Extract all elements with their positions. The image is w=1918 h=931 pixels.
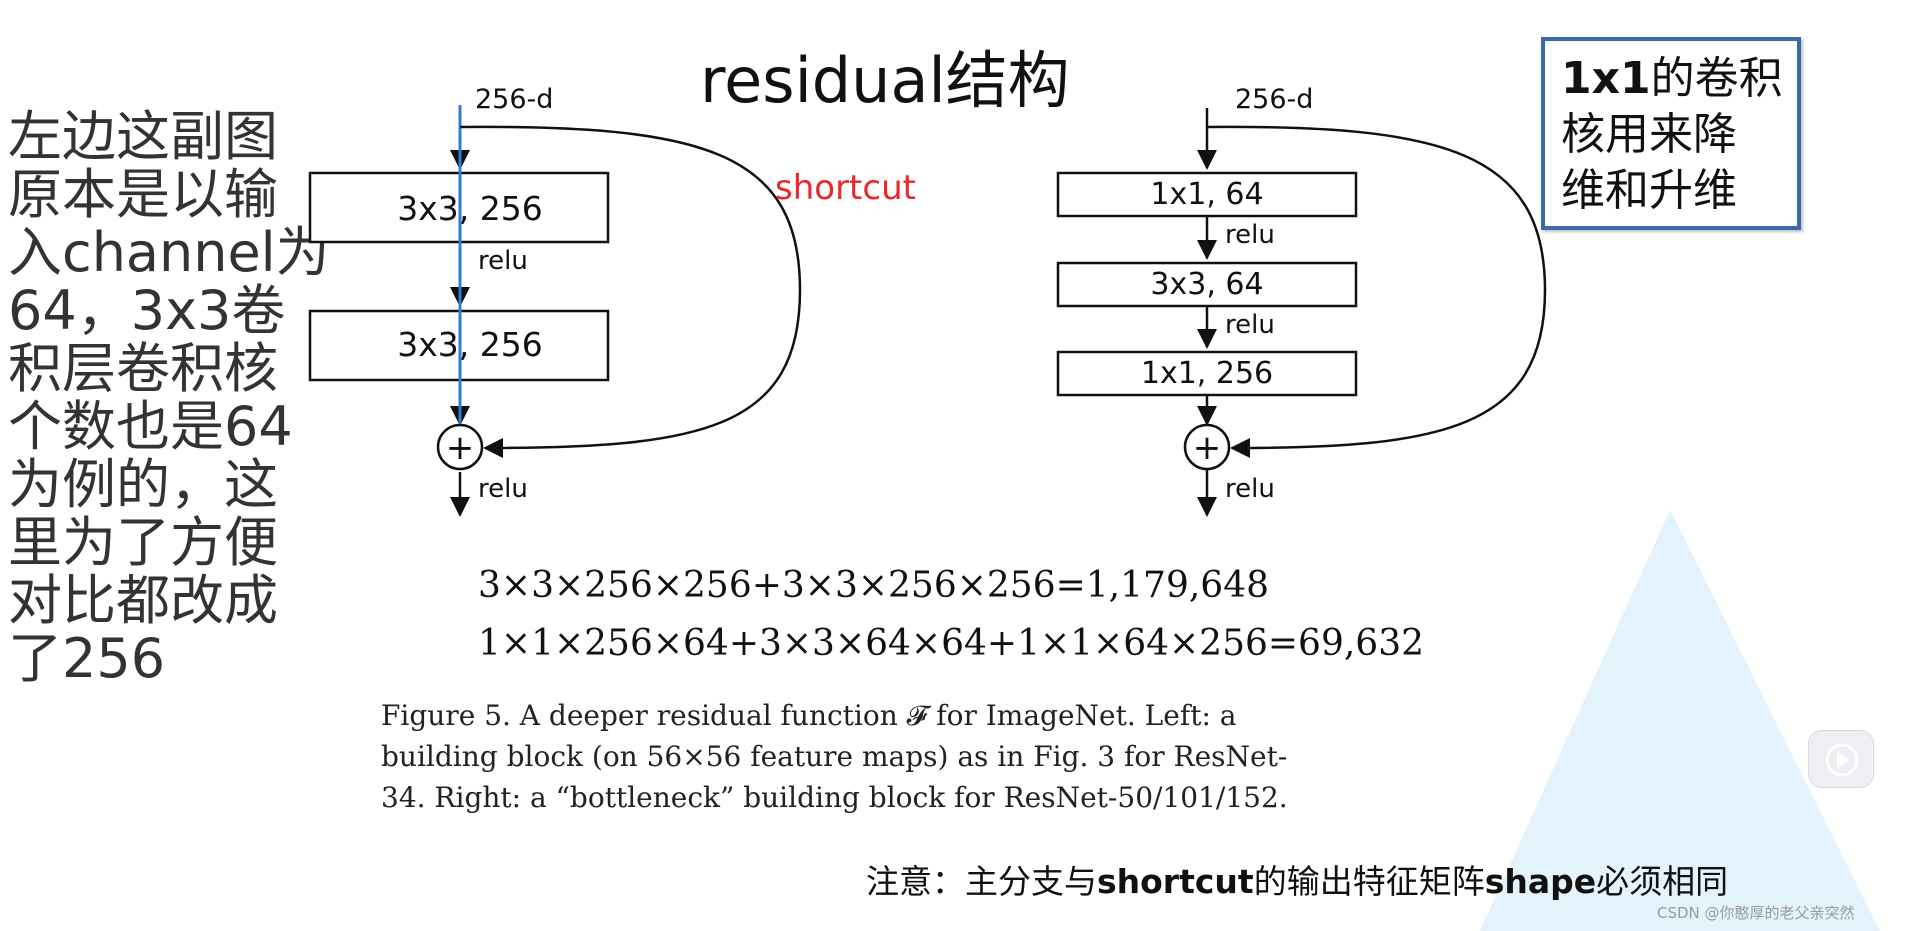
figure-caption: Figure 5. A deeper residual function 𝓕 f… [381,695,1301,818]
left-annotation-line: 左边这副图 [8,105,278,168]
callout-text: 的卷积 [1650,53,1783,104]
left-annotation-line: 入channel为 [8,221,330,284]
caption-line: building block (on 56×56 feature maps) a… [381,740,1288,773]
right-layer-3-label: 1x1, 256 [1141,356,1273,391]
right-add-symbol: + [1193,428,1222,468]
right-add-node [1183,423,1231,471]
caption-line: Figure 5. A deeper residual function 𝓕 f… [381,699,1237,732]
residual-diagram: 256-d 3x3, 256 relu 3x3, 256 + relu shor… [308,84,1547,517]
left-relu-1: relu [478,246,528,276]
equation-1: 3×3×256×256+3×3×256×256=1,179,648 [478,565,1269,606]
note-bold-text: shortcut [1097,862,1254,901]
note-bold-text: shape [1484,862,1597,901]
callout-line-3: 维和升维 [1561,165,1737,216]
right-relu-2: relu [1225,310,1275,340]
callout-line-1: 1x1的卷积 [1561,51,1783,107]
callout-bold-text: 1x1 [1561,53,1651,104]
right-layer-3-box [1056,350,1358,397]
left-annotation-line: 对比都改成 [8,569,278,632]
note-text: 注意：主分支与 [866,862,1097,901]
right-layer-2-label: 3x3, 64 [1150,267,1263,302]
right-relu-out: relu [1225,474,1275,504]
right-shortcut-arrow [1206,125,1547,458]
left-layer-2-label: 3x3, 256 [397,325,543,364]
left-annotation-line: 原本是以输 [8,163,278,226]
play-icon [1825,743,1859,777]
right-relu-1: relu [1225,220,1275,250]
left-annotation-line: 里为了方便 [8,511,278,574]
left-building-block: 256-d 3x3, 256 relu 3x3, 256 + relu shor… [308,84,916,517]
left-annotation-line: 个数也是64 [8,395,293,458]
play-button[interactable] [1808,730,1874,788]
right-layer-2-box [1056,261,1358,308]
left-annotation-line: 积层卷积核 [8,337,278,400]
left-annotation: 左边这副图 原本是以输 入channel为 64，3x3卷 积层卷积核 个数也是… [8,108,338,688]
left-annotation-line: 为例的，这 [8,453,278,516]
left-annotation-line: 64，3x3卷 [8,279,286,342]
note-text: 必须相同 [1596,862,1729,901]
page-title: residual结构 [700,44,1070,117]
watermark: CSDN @你憨厚的老父亲突然 [1657,904,1855,922]
left-input-label: 256-d [475,84,553,115]
shortcut-label: shortcut [775,168,916,208]
left-add-symbol: + [446,428,475,468]
left-add-node [436,423,484,471]
callout-box: 1x1的卷积 核用来降 维和升维 [1541,37,1801,230]
bottom-note: 注意：主分支与shortcut的输出特征矩阵shape必须相同 [866,855,1728,903]
left-shortcut-arrow [459,125,802,458]
left-annotation-line: 了256 [8,627,166,690]
right-input-label: 256-d [1235,84,1313,115]
left-layer-1-label: 3x3, 256 [397,189,543,228]
decorative-triangle [1480,510,1880,931]
left-relu-out: relu [478,474,528,504]
right-layer-1-label: 1x1, 64 [1150,177,1263,212]
callout-line-2: 核用来降 [1561,109,1737,160]
equation-2: 1×1×256×64+3×3×64×64+1×1×64×256=69,632 [478,623,1425,664]
right-bottleneck-block: 256-d 1x1, 64 relu 3x3, 64 relu 1x1, 256… [1056,84,1547,517]
caption-line: 34. Right: a “bottleneck” building block… [381,781,1288,814]
note-text: 的输出特征矩阵 [1253,862,1485,901]
